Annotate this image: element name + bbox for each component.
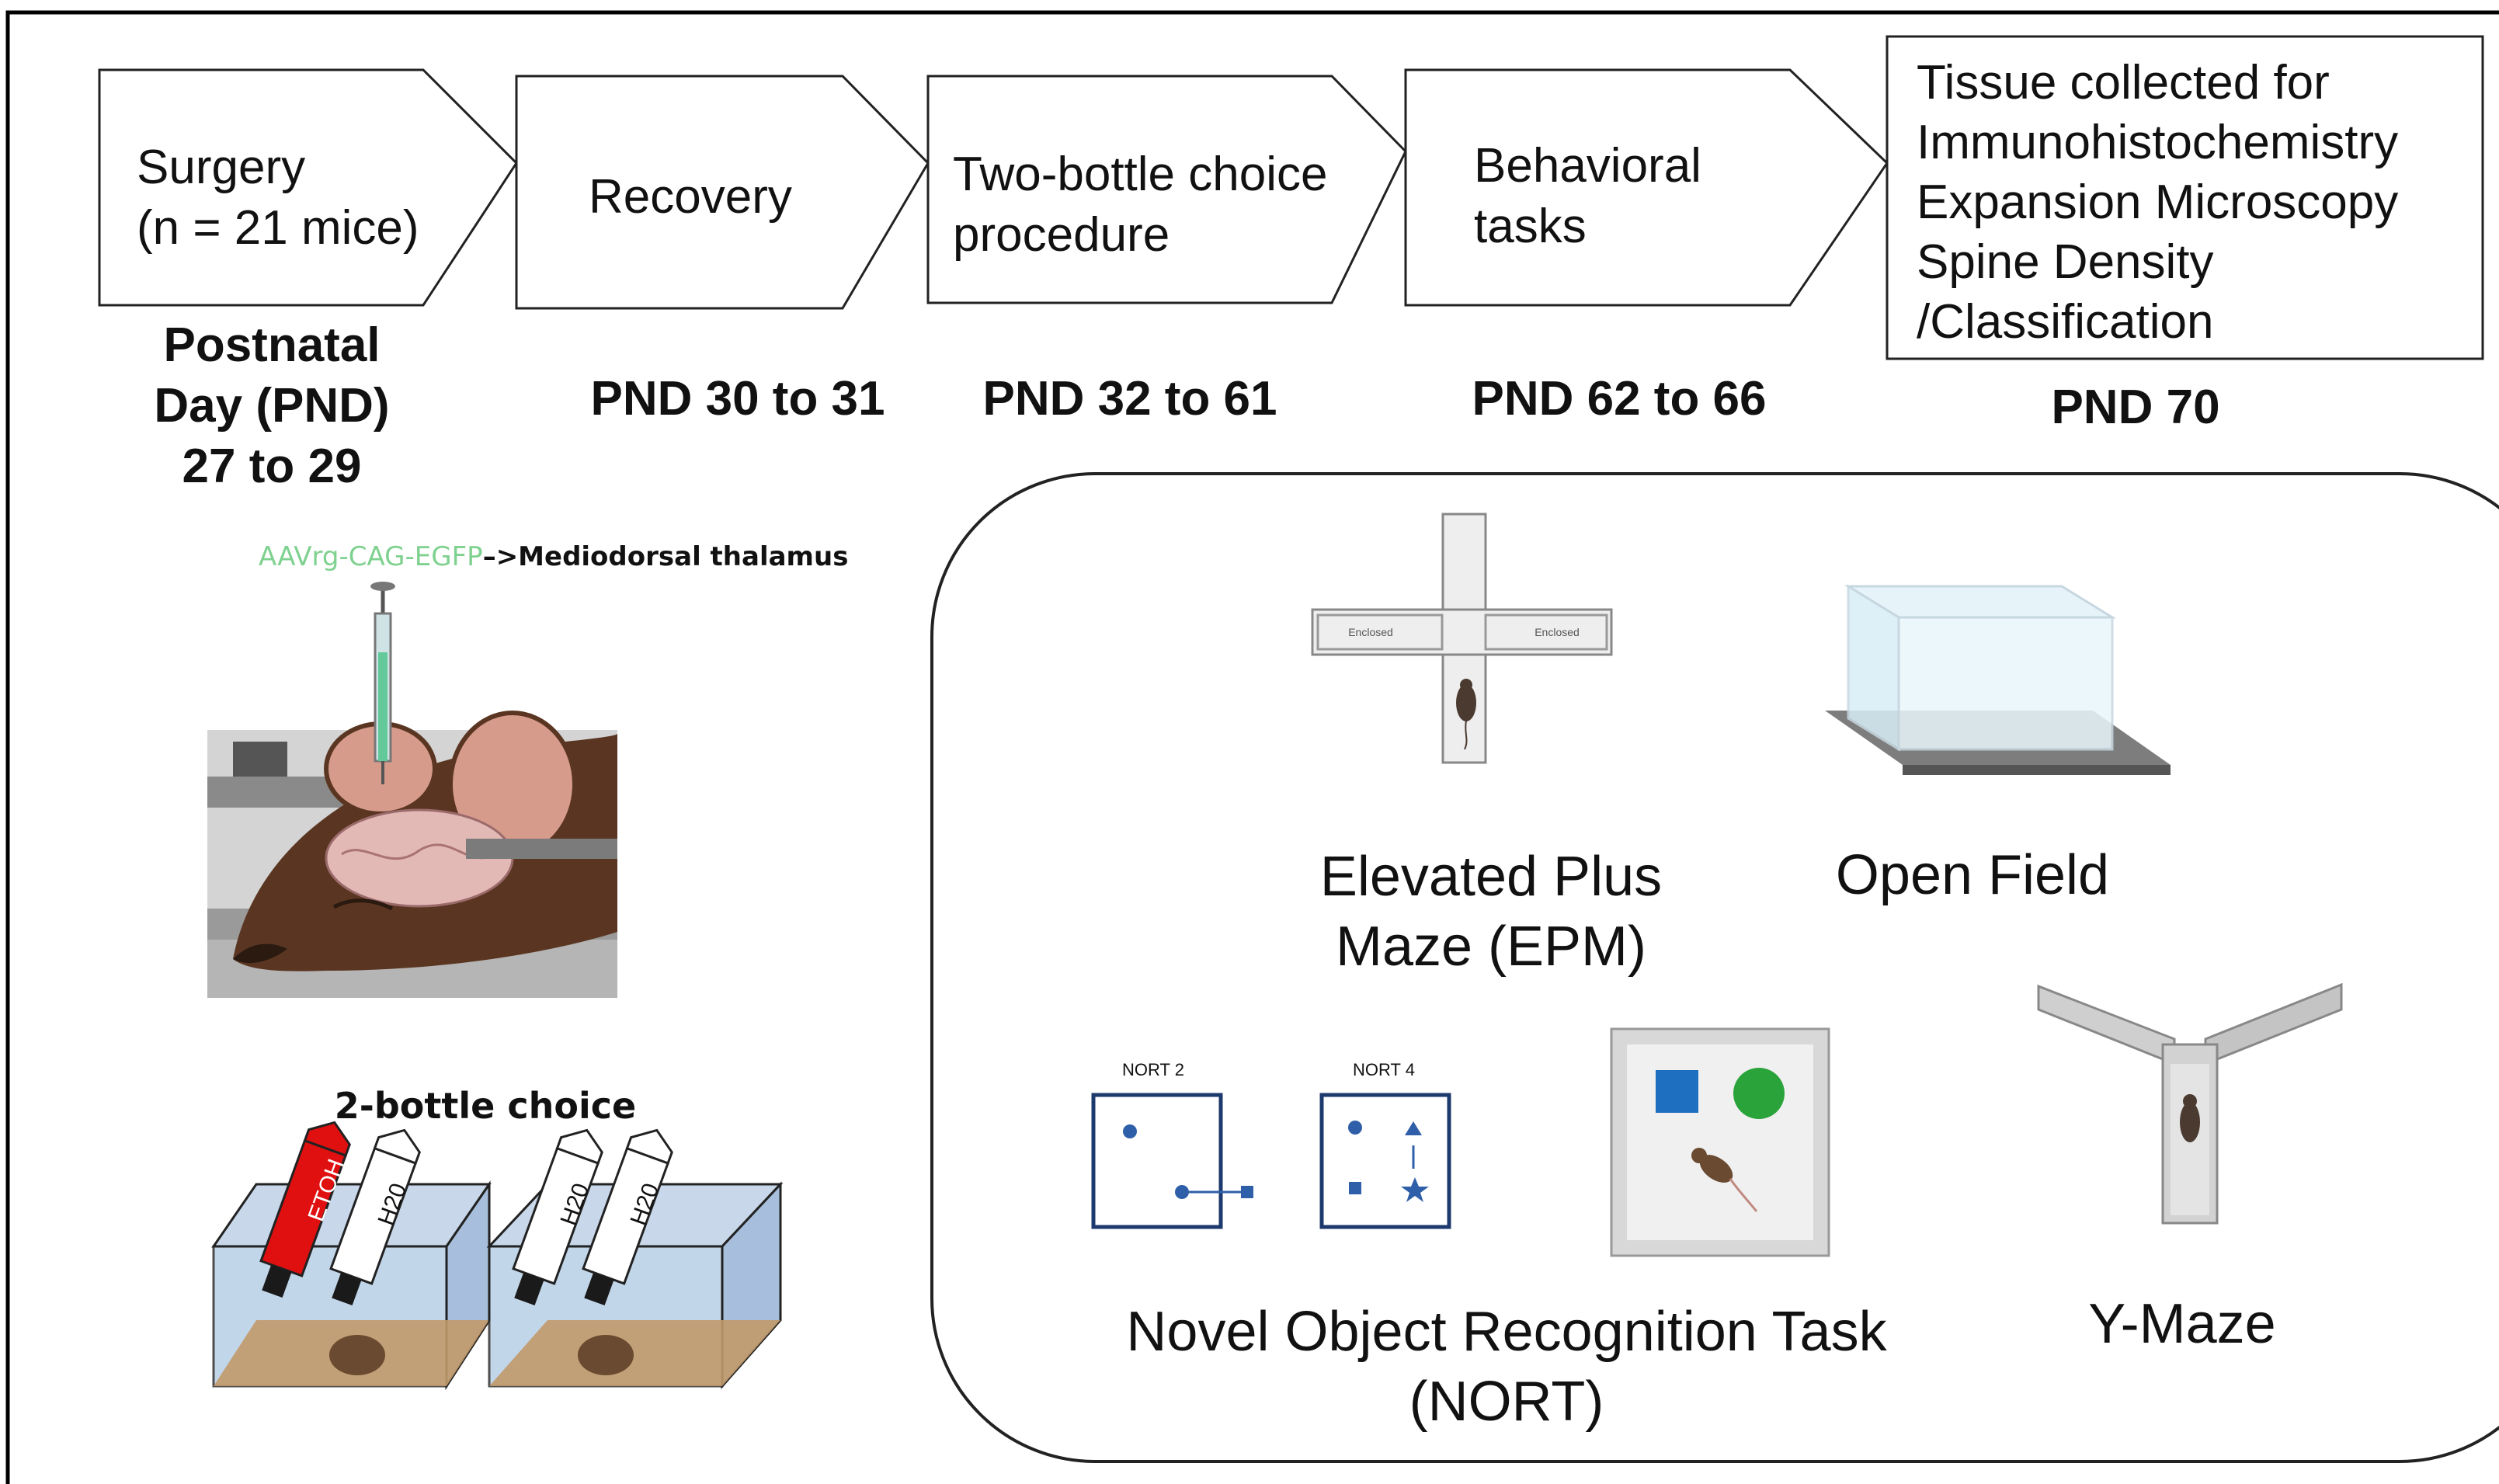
epm-enclosed-arm-label: Enclosed [1348, 626, 1393, 638]
date-behavior: PND 62 to 66 [1472, 372, 1767, 426]
open-field-illustration [1825, 584, 2171, 775]
nort-schematics: NORT 2 NORT 4 [1091, 1060, 1451, 1229]
nort-panel-label: NORT 4 [1353, 1060, 1415, 1079]
date-twobottle: PND 32 to 61 [982, 372, 1277, 426]
step-recovery-arrow [515, 75, 930, 310]
virus-injection-label: AAVrg-CAG-EGFP–>Mediodorsal thalamus [259, 541, 848, 572]
step-tissue-text: Tissue collected for Immunohistochemistr… [1917, 56, 2399, 349]
step-surgery-text: Surgery (n = 21 mice) [137, 141, 419, 255]
step-tissue-box [1886, 35, 2484, 360]
date-surgery: Postnatal Day (PND) 27 to 29 [154, 318, 390, 493]
y-maze-label: Y-Maze [2088, 1293, 2276, 1355]
nort-label: Novel Object Recognition Task (NORT) [1126, 1301, 1887, 1433]
nort-arena-photo [1610, 1027, 1830, 1257]
epm-enclosed-arm-label: Enclosed [1535, 626, 1580, 638]
date-recovery: PND 30 to 31 [590, 372, 885, 426]
step-surgery-arrow [98, 68, 518, 307]
step-behavior-arrow [1404, 68, 1889, 307]
date-tissue: PND 70 [2051, 381, 2220, 434]
step-behavior-text: Behavioral tasks [1474, 139, 1701, 253]
step-twobottle-arrow [926, 75, 1407, 304]
open-field-label: Open Field [1835, 844, 2110, 906]
figure-border [5, 10, 2499, 1484]
nort-panel-label: NORT 2 [1122, 1060, 1184, 1079]
two-bottle-title: 2-bottle choice [335, 1085, 636, 1127]
elevated-plus-maze-illustration: Enclosed Enclosed [1311, 513, 1613, 764]
stereotaxic-surgery-illustration [207, 582, 617, 998]
step-twobottle-text: Two-bottle choice procedure [953, 148, 1328, 262]
y-maze-illustration [2037, 982, 2343, 1225]
two-bottle-choice-illustration: ETOH H20 H20 H20 [211, 1121, 784, 1391]
step-recovery-text: Recovery [589, 170, 792, 224]
epm-label: Elevated Plus Maze (EPM) [1319, 846, 1663, 978]
